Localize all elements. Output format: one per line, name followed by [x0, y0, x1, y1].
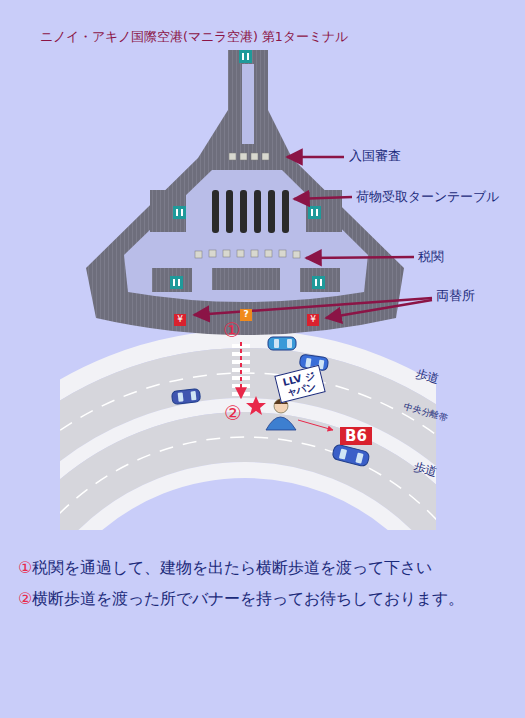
instruction-text: ①税関を通過して、建物を出たら横断歩道を渡って下さい	[18, 558, 432, 577]
sign-text: LLV ジャパン	[280, 369, 320, 399]
sign-text: B6	[345, 428, 367, 445]
sign-text: ?	[243, 310, 248, 320]
info-sign: ?	[240, 309, 251, 321]
exchange-sign: ¥	[307, 314, 319, 326]
callout-number: ①	[223, 318, 241, 342]
area-label: 荷物受取ターンテーブル	[356, 189, 499, 204]
sign-text: ¥	[177, 315, 183, 325]
area-label: 税関	[418, 249, 444, 265]
exchange-sign: ¥	[174, 314, 186, 326]
area-label: 両替所	[436, 288, 475, 304]
map-title: ニノイ・アキノ国際空港(マニラ空港) 第1ターミナル	[40, 29, 348, 44]
bay-sign: B6	[340, 427, 372, 446]
instruction-text: ②横断歩道を渡った所でバナーを持ってお待ちしております。	[18, 589, 464, 608]
area-label: 入国審査	[349, 148, 401, 164]
callout-number: ②	[224, 401, 242, 425]
sign-text: ¥	[310, 315, 316, 325]
